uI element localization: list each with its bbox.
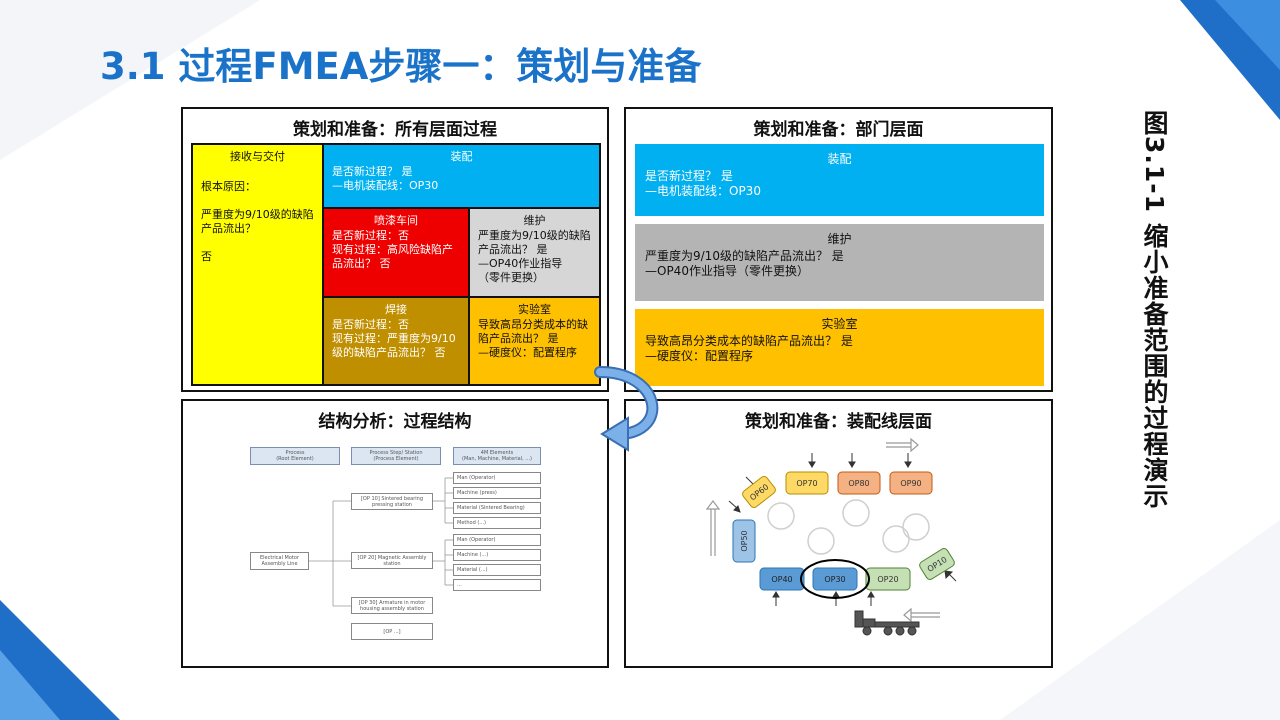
structure-tree-lines [309, 477, 453, 607]
cell-paint-title: 喷漆车间 [374, 214, 418, 227]
cell-receiving-title: 接收与交付 [230, 150, 285, 163]
cell-welding: 焊接 是否新过程：否 现有过程：严重度为9/10级的缺陷产品流出？ 否 [322, 296, 470, 386]
assembly-line-diagram: OP60 OP70 OP80 OP90 OP50 OP40 [705, 437, 957, 636]
panel-department-title: 策划和准备：部门层面 [753, 120, 924, 140]
dept-lab-body: 导致高昂分类成本的缺陷产品流出？ 是 —硬度仪：配置程序 [645, 334, 853, 363]
structure-element: Machine (...) [453, 549, 541, 561]
cell-welding-title: 焊接 [385, 303, 407, 316]
station-op20: OP20 [865, 567, 911, 591]
cell-maintenance: 维护 严重度为9/10级的缺陷产品流出？ 是 —OP40作业指导 （零件更换） [468, 207, 601, 298]
station-op40: OP40 [759, 567, 805, 591]
cell-receiving-body: 根本原因： 严重度为9/10级的缺陷产品流出？ 否 [201, 180, 314, 263]
cell-lab-title: 实验室 [518, 303, 551, 316]
panel-department-level: 策划和准备：部门层面 装配 是否新过程？ 是 —电机装配线：OP30 维护 严重… [624, 107, 1053, 392]
station-op70: OP70 [785, 471, 829, 495]
station-label: OP70 [796, 479, 817, 488]
structure-step-more: [OP ...] [351, 623, 433, 640]
structure-element: Method (...) [453, 517, 541, 529]
structure-element: Machine (press) [453, 487, 541, 499]
station-label: OP90 [900, 479, 921, 488]
dept-assembly-body: 是否新过程？ 是 —电机装配线：OP30 [645, 169, 761, 198]
dept-lab: 实验室 导致高昂分类成本的缺陷产品流出？ 是 —硬度仪：配置程序 [635, 309, 1044, 386]
op30-highlight [800, 559, 870, 599]
cell-paint: 喷漆车间 是否新过程：否 现有过程：高风险缺陷产品流出？ 否 [322, 207, 470, 298]
structure-element: Man (Operator) [453, 472, 541, 484]
structure-element: Man (Operator) [453, 534, 541, 546]
structure-step-op10: [OP 10] Sintered bearing pressing statio… [351, 493, 433, 510]
forklift-icon [854, 610, 920, 636]
structure-root: Electrical Motor Assembly Line [250, 552, 309, 570]
station-op10: OP10 [919, 548, 955, 580]
cell-assembly-title: 装配 [450, 150, 473, 163]
cell-lab-body: 导致高昂分类成本的缺陷产品流出？ 是 —硬度仪：配置程序 [478, 318, 588, 359]
cell-paint-body: 是否新过程：否 现有过程：高风险缺陷产品流出？ 否 [332, 229, 453, 270]
station-label: OP40 [771, 575, 792, 584]
dept-assembly: 装配 是否新过程？ 是 —电机装配线：OP30 [635, 144, 1044, 216]
structure-element: Material (Sintered Bearing) [453, 502, 541, 514]
station-op80: OP80 [837, 471, 881, 495]
station-label: OP30 [824, 575, 845, 584]
panel-structure-title: 结构分析：过程结构 [318, 412, 472, 432]
cell-maintenance-body: 严重度为9/10级的缺陷产品流出？ 是 —OP40作业指导 （零件更换） [478, 229, 591, 284]
operator-figures [767, 499, 930, 555]
panel-structure-analysis: 结构分析：过程结构 Process (Root Element) Process… [181, 399, 609, 668]
dept-lab-title: 实验室 [821, 317, 858, 331]
station-op60: OP60 [742, 475, 776, 509]
dept-maintenance-body: 严重度为9/10级的缺陷产品流出？ 是 —OP40作业指导（零件更换） [645, 249, 844, 278]
structure-step-op30: [OP 30] Armature in motor housing assemb… [351, 597, 433, 614]
structure-element: Material (...) [453, 564, 541, 576]
structure-header-process: Process (Root Element) [250, 447, 340, 465]
cell-assembly-body: 是否新过程？ 是 —电机装配线：OP30 [332, 165, 439, 192]
station-label: OP50 [740, 530, 749, 551]
structure-element: ... [453, 579, 541, 591]
cell-assembly: 装配 是否新过程？ 是 —电机装配线：OP30 [322, 143, 601, 209]
structure-header-step: Process Step/ Station (Process Element) [351, 447, 441, 465]
station-label: OP20 [877, 575, 898, 584]
structure-header-elements: 4M Elements (Man, Machine, Material, ...… [453, 447, 541, 465]
cell-lab: 实验室 导致高昂分类成本的缺陷产品流出？ 是 —硬度仪：配置程序 [468, 296, 601, 386]
station-label: OP80 [848, 479, 869, 488]
dept-assembly-title: 装配 [827, 152, 852, 166]
slide-title: 3.1 过程FMEA步骤一：策划与准备 [100, 45, 702, 88]
panel-all-levels: 策划和准备：所有层面过程 接收与交付 根本原因： 严重度为9/10级的缺陷产品流… [181, 107, 609, 392]
station-op90: OP90 [889, 471, 933, 495]
station-op50: OP50 [732, 519, 756, 563]
dept-maintenance-title: 维护 [827, 232, 852, 246]
structure-step-op20: [OP 20] Magnetic Assembly station [351, 552, 433, 569]
cell-welding-body: 是否新过程：否 现有过程：严重度为9/10级的缺陷产品流出？ 否 [332, 318, 456, 359]
panel-all-levels-title: 策划和准备：所有层面过程 [293, 120, 497, 140]
cell-receiving: 接收与交付 根本原因： 严重度为9/10级的缺陷产品流出？ 否 [191, 143, 324, 386]
figure-caption: 图3.1-1 缩小准备范围的过程演示 [1140, 110, 1169, 509]
panel-assembly-line: 策划和准备：装配线层面 [624, 399, 1053, 668]
cell-maintenance-title: 维护 [523, 214, 546, 227]
station-op30: OP30 [812, 567, 858, 591]
panel-line-title: 策划和准备：装配线层面 [745, 412, 932, 432]
dept-maintenance: 维护 严重度为9/10级的缺陷产品流出？ 是 —OP40作业指导（零件更换） [635, 224, 1044, 301]
